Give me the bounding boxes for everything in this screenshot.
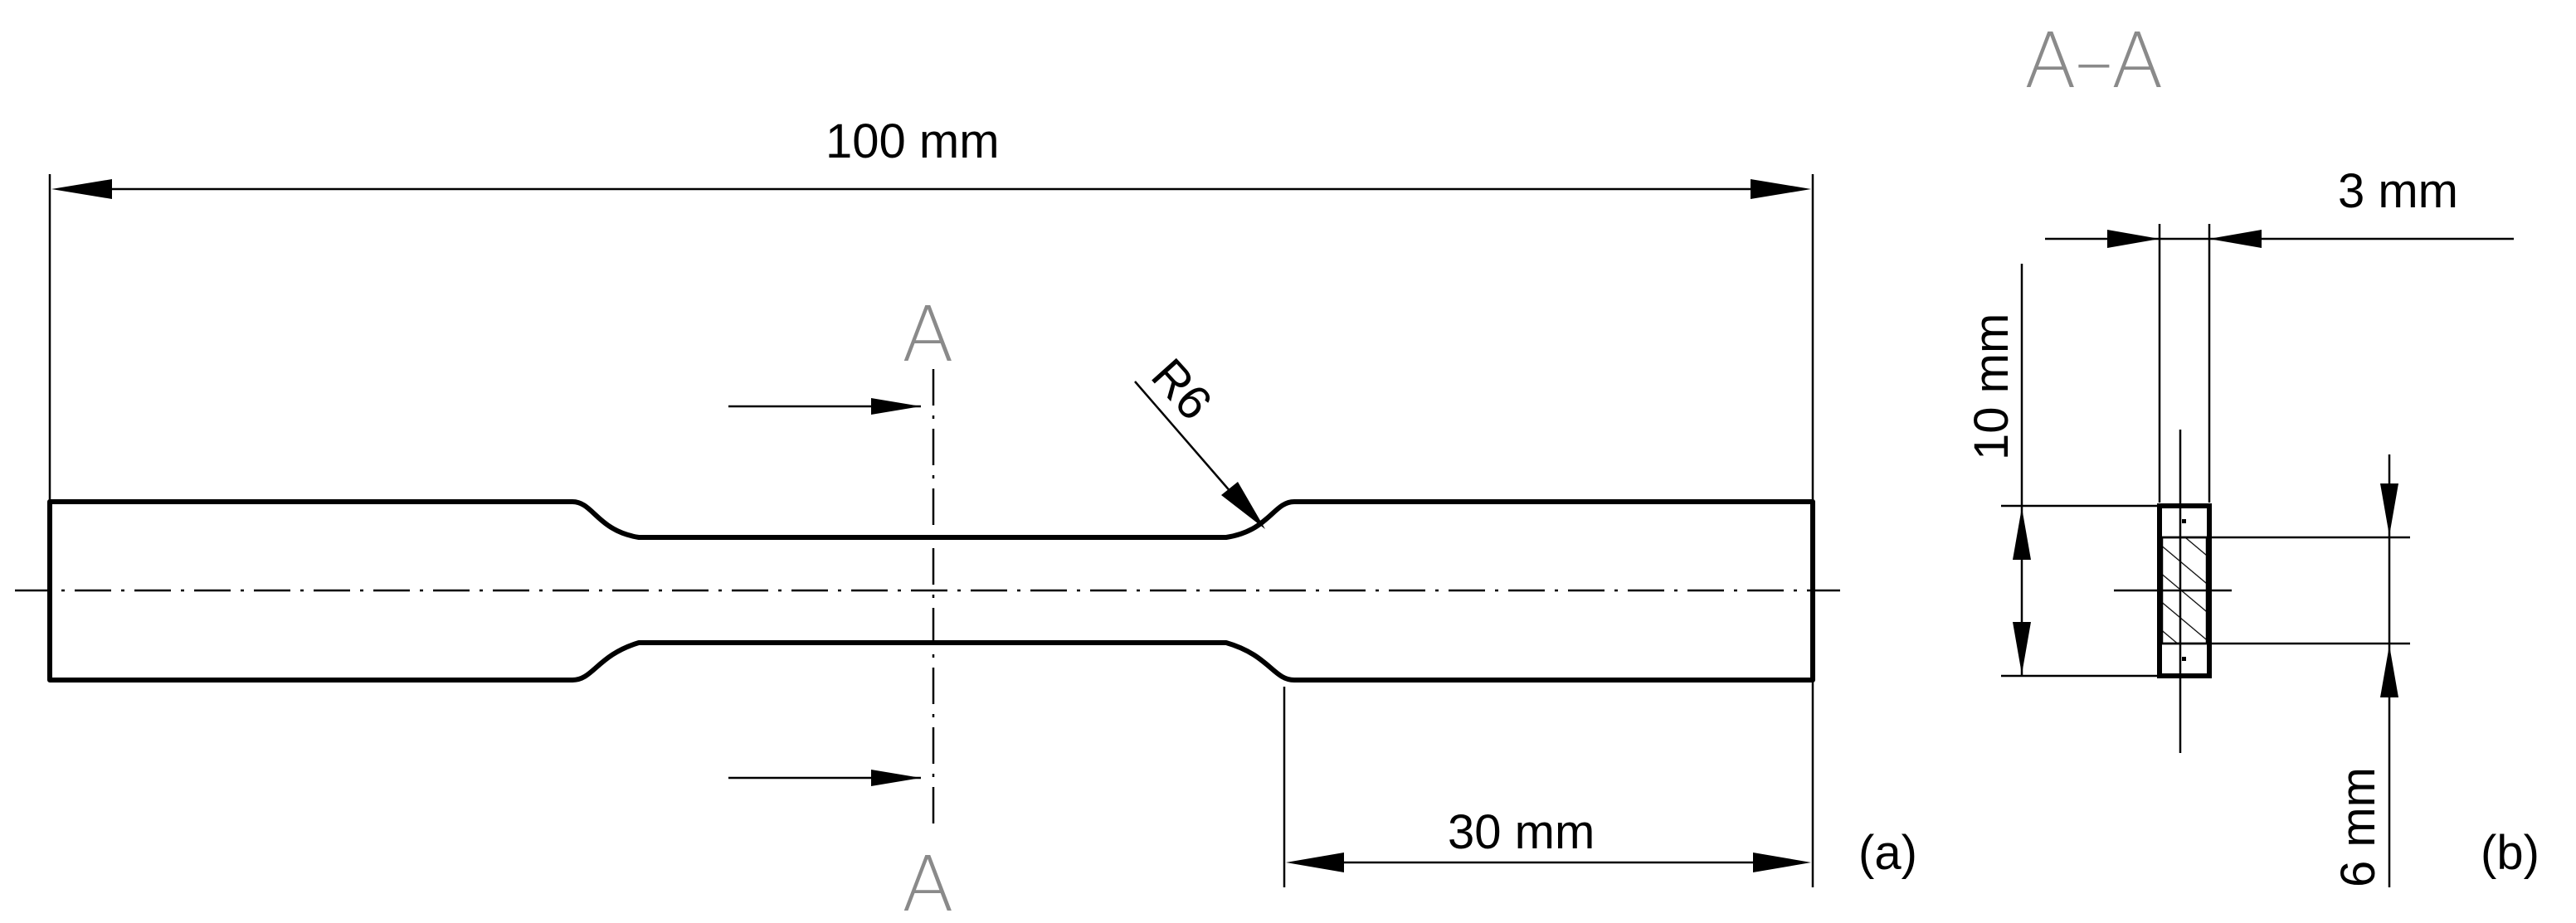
- section-view-title: A–A: [2024, 17, 2164, 105]
- gauge-width-label: 6 mm: [2331, 767, 2385, 887]
- overall-length-label: 100 mm: [825, 114, 1000, 168]
- panel-label-a: (a): [1858, 826, 1917, 880]
- gauge-width-arrow-bottom: [2380, 645, 2398, 697]
- grip-dot-top: [2182, 519, 2186, 523]
- section-marker-bottom: A: [902, 840, 954, 923]
- radius-leader-line: [1134, 381, 1233, 494]
- radius-leader-arrow: [1221, 482, 1265, 529]
- fillet-radius-label: R6: [1141, 348, 1222, 430]
- grip-width-label: 10 mm: [1965, 313, 2018, 460]
- grip-dot-bottom: [2182, 657, 2186, 661]
- grip-width-arrow-top: [2013, 508, 2031, 560]
- panel-label-b: (b): [2481, 826, 2539, 880]
- thickness-label: 3 mm: [2338, 164, 2458, 218]
- grip-length-arrow-right: [1753, 853, 1811, 872]
- section-marker-top: A: [902, 290, 954, 379]
- figure-b-cross-section: A–A 3 mm 10 mm 6 mm (b): [1965, 17, 2539, 887]
- overall-length-arrow-left: [51, 179, 112, 199]
- thickness-arrow-right: [2209, 230, 2262, 248]
- grip-length-arrow-left: [1286, 853, 1344, 872]
- thickness-arrow-left: [2107, 230, 2160, 248]
- figure-a-specimen-view: A A 100 mm 30 mm R6 (a): [15, 114, 1917, 923]
- grip-width-arrow-bottom: [2013, 622, 2031, 674]
- gauge-width-arrow-top: [2380, 483, 2398, 536]
- overall-length-arrow-right: [1751, 179, 1811, 199]
- grip-length-label: 30 mm: [1448, 805, 1595, 859]
